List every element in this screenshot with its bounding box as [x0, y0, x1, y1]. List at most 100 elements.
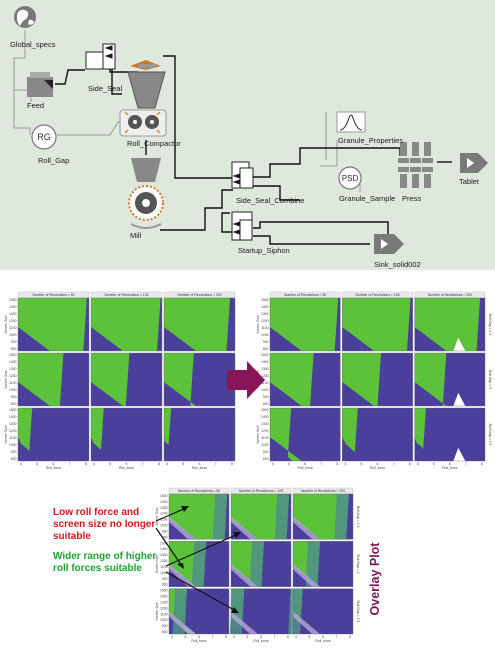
roll-gap-icon[interactable]: RG [31, 124, 57, 150]
feed-label: Feed [27, 101, 45, 110]
y-tick-label: 1500 [9, 408, 17, 412]
col-header: Number of Revolutions = 200 [428, 293, 472, 297]
y-tick-label: 1300 [261, 367, 269, 371]
side-seal-combine-icon[interactable] [231, 161, 254, 189]
panel [342, 407, 413, 462]
y-tick-label: 800 [11, 402, 17, 406]
panel-frame [230, 493, 292, 540]
x-tick-label: 8 [225, 635, 227, 639]
panel-frame [292, 588, 354, 635]
unsuitable-corner [414, 385, 438, 406]
panel [17, 297, 90, 352]
tablet-icon[interactable] [460, 153, 488, 173]
x-tick-label: 8 [481, 462, 483, 466]
row-header: Roll Gap = 2 [488, 370, 492, 389]
sink-solid-icon[interactable] [374, 234, 404, 254]
y-tick-label: 800 [11, 347, 17, 351]
roll-compactor-hopper-icon[interactable] [127, 60, 166, 109]
y-axis-label: Screen Size [155, 555, 159, 573]
x-tick-label: 5 [182, 462, 184, 466]
granule-sample-icon[interactable]: PSD [338, 166, 362, 190]
y-tick-label: 1000 [160, 571, 168, 575]
panel-frame [342, 407, 413, 462]
unsuitable-corner [18, 440, 41, 461]
x-tick-label: 4 [166, 462, 168, 466]
panel-frame [17, 352, 90, 407]
y-tick-label: 1300 [9, 422, 17, 426]
x-tick-label: 4 [171, 635, 173, 639]
global-specs-icon[interactable] [14, 6, 36, 28]
y-tick-label: 1400 [160, 595, 168, 599]
y-tick-label: 1500 [261, 298, 269, 302]
panel-frame [292, 541, 354, 587]
suitable-region [91, 353, 130, 406]
overlap-light [293, 516, 320, 540]
y-tick-label: 1400 [261, 360, 269, 364]
y-tick-label: 1100 [160, 612, 167, 616]
feed-icon[interactable] [27, 72, 53, 97]
y-tick-label: 1500 [9, 353, 17, 357]
panel-frame [269, 297, 341, 352]
overlap-light [231, 516, 258, 540]
x-tick-label: 5 [360, 462, 362, 466]
x-tick-label: 6 [198, 635, 200, 639]
y-tick-label: 1100 [261, 381, 268, 385]
y-tick-label: 800 [263, 402, 269, 406]
unsuitable-corner [342, 385, 365, 406]
suitable-region [342, 353, 382, 406]
overlap-light [169, 611, 196, 634]
y-tick-label: 800 [263, 347, 269, 351]
panel [230, 541, 292, 587]
suitable-region [164, 298, 231, 351]
overlap-light [169, 564, 196, 587]
x-tick-label: 6 [322, 635, 324, 639]
y-tick-label: 1100 [160, 565, 167, 569]
y-tick-label: 900 [263, 450, 269, 454]
x-tick-label: 5 [309, 635, 311, 639]
side-seal-icon[interactable] [85, 43, 116, 70]
unsuitable-corner [342, 330, 365, 351]
unsuitable-corner [414, 330, 438, 351]
mill-icon[interactable] [128, 158, 164, 229]
y-axis-label: Screen Size [256, 315, 260, 333]
unsuitable-corner [18, 330, 41, 351]
panel [414, 407, 486, 462]
y-tick-label: 1100 [160, 518, 167, 522]
y-tick-label: 900 [162, 624, 168, 628]
unsuitable-corner [91, 440, 114, 461]
panel [292, 493, 354, 540]
granule-properties-icon[interactable] [336, 111, 366, 133]
y-tick-label: 1200 [261, 374, 269, 378]
suitable-region [414, 298, 481, 351]
y-axis-label: Screen Size [155, 507, 159, 525]
panel-frame [342, 352, 413, 407]
row-header: Roll Gap = 2 [356, 555, 360, 574]
suitable-region [293, 494, 349, 540]
panel [269, 297, 341, 352]
startup-siphon-icon[interactable] [231, 211, 253, 241]
roll-compactor-icon[interactable] [119, 109, 167, 137]
press-icon[interactable] [398, 142, 433, 188]
panel [342, 352, 413, 407]
y-axis-label: Screen Size [4, 370, 8, 388]
unsuitable-corner [91, 385, 114, 406]
y-tick-label: 1200 [261, 429, 269, 433]
x-axis-label: Roll_force [46, 466, 61, 470]
panel-frame [414, 297, 486, 352]
global-specs-label: Global_specs [10, 40, 56, 49]
y-tick-label: 1300 [9, 367, 17, 371]
suitable-region [270, 298, 339, 351]
x-axis-label: Roll_force [192, 466, 207, 470]
panel-frame [342, 297, 413, 352]
x-tick-label: 5 [247, 635, 249, 639]
row-header: Roll Gap = 1.5 [488, 314, 492, 336]
x-tick-label: 7 [215, 462, 217, 466]
x-axis-label: Roll_force [191, 639, 206, 643]
y-tick-label: 1400 [160, 547, 168, 551]
signal-lines [13, 30, 361, 192]
x-tick-label: 5 [288, 462, 290, 466]
y-tick-label: 1400 [261, 415, 269, 419]
panel-frame [269, 407, 341, 462]
